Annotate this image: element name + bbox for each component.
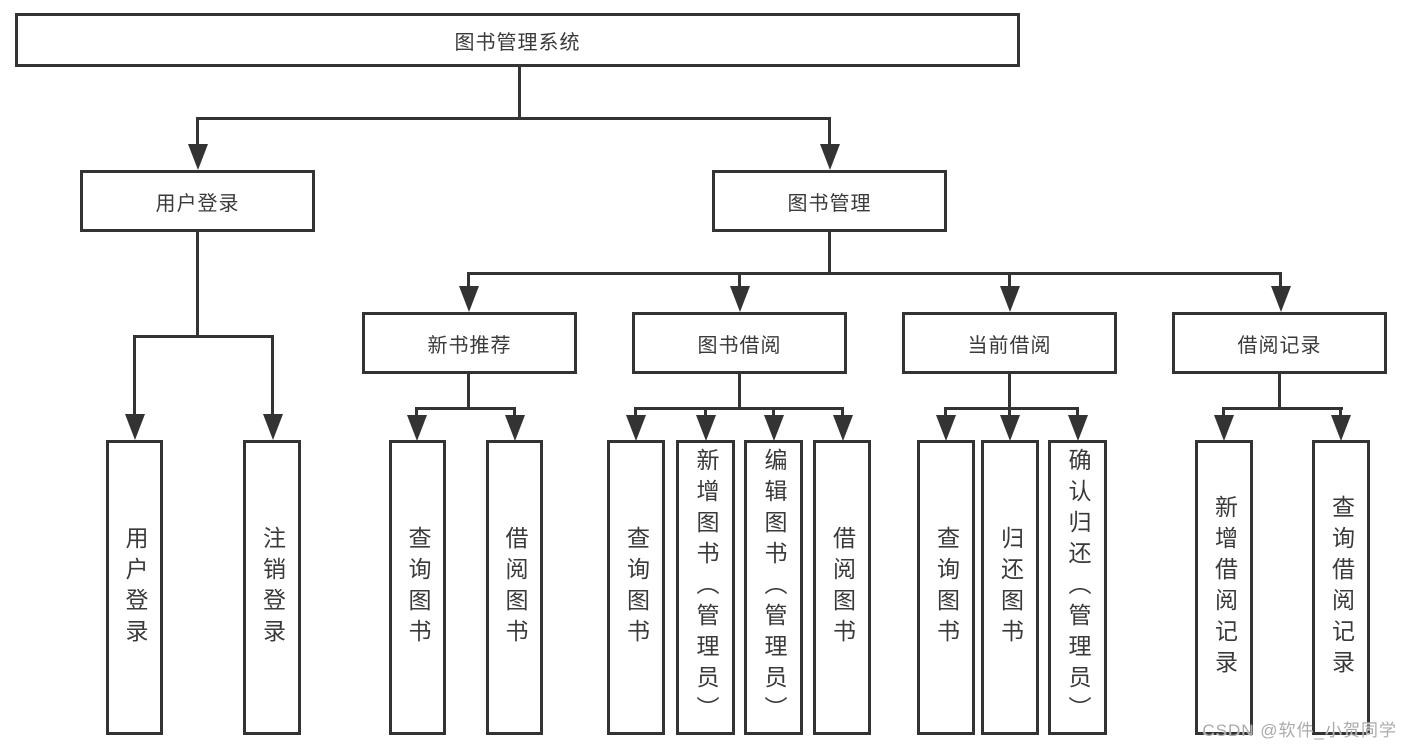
leaf-confirm-return-admin-label: 确认归还（管理员）: [1065, 448, 1091, 727]
node-borrowing-records: 借阅记录: [1172, 312, 1387, 374]
connector-new-book-rail: [415, 407, 516, 410]
leaf-logout-label: 注销登录: [259, 525, 286, 650]
arrow-down-icon: [1008, 407, 1011, 415]
node-root-book-management-system: 图书管理系统: [15, 13, 1020, 67]
connector-borrowing-records-rail: [1222, 407, 1343, 410]
connector-root-stem: [518, 67, 521, 120]
leaf-confirm-return-admin: 确认归还（管理员）: [1048, 440, 1107, 735]
arrow-down-icon: [1339, 407, 1342, 415]
arrow-down-icon: [704, 407, 707, 415]
leaf-edit-books-admin-label: 编辑图书（管理员）: [761, 448, 787, 727]
arrow-down-icon: [467, 272, 470, 286]
node-user-login: 用户登录: [80, 170, 315, 232]
connector-book-borrowing-stem: [738, 374, 741, 410]
leaf-return-books: 归还图书: [981, 440, 1039, 735]
connector-book-management-rail: [467, 272, 1282, 275]
node-current-borrowing: 当前借阅: [902, 312, 1117, 374]
leaf-query-books-recommend: 查询图书: [389, 440, 446, 735]
leaf-query-books-current-label: 查询图书: [933, 525, 960, 650]
node-new-book-recommendation-label: 新书推荐: [427, 334, 512, 357]
leaf-edit-books-admin: 编辑图书（管理员）: [744, 440, 803, 735]
leaf-add-borrow-record-label: 新增借阅记录: [1211, 494, 1238, 681]
arrow-down-icon: [1279, 272, 1282, 286]
leaf-borrow-books-recommend-label: 借阅图书: [502, 525, 528, 650]
connector-current-borrowing-rail: [944, 407, 1079, 410]
leaf-query-borrow-record-label: 查询借阅记录: [1328, 494, 1355, 681]
node-book-management: 图书管理: [712, 170, 947, 232]
leaf-borrow-books-recommend: 借阅图书: [486, 440, 543, 735]
arrow-down-icon: [828, 117, 831, 144]
leaf-borrow-books-borrowing: 借阅图书: [813, 440, 871, 735]
leaf-logout: 注销登录: [243, 440, 301, 735]
arrow-down-icon: [513, 407, 516, 415]
leaf-user-login: 用户登录: [106, 440, 163, 735]
connector-user-login-rail: [133, 335, 274, 338]
arrow-down-icon: [415, 407, 418, 415]
node-current-borrowing-label: 当前借阅: [967, 334, 1052, 357]
csdn-watermark: CSDN @软件_小贺同学: [1202, 721, 1397, 740]
node-book-borrowing: 图书借阅: [632, 312, 847, 374]
leaf-add-borrow-record: 新增借阅记录: [1195, 440, 1253, 735]
leaf-borrow-books-borrowing-label: 借阅图书: [829, 525, 856, 650]
arrow-down-icon: [738, 272, 741, 286]
leaf-add-books-admin-label: 新增图书（管理员）: [693, 448, 719, 727]
leaf-query-books-borrowing: 查询图书: [607, 440, 665, 735]
leaf-query-borrow-record: 查询借阅记录: [1312, 440, 1370, 735]
leaf-return-books-label: 归还图书: [997, 525, 1024, 650]
connector-new-book-stem: [467, 374, 470, 410]
connector-book-borrowing-rail: [634, 407, 844, 410]
connector-root-rail: [196, 117, 831, 120]
node-root-label: 图书管理系统: [454, 31, 581, 54]
node-book-borrowing-label: 图书借阅: [697, 334, 782, 357]
arrow-down-icon: [1008, 272, 1011, 286]
arrow-down-icon: [133, 335, 136, 414]
leaf-query-books-recommend-label: 查询图书: [405, 525, 431, 650]
node-new-book-recommendation: 新书推荐: [362, 312, 577, 374]
arrow-down-icon: [1076, 407, 1079, 415]
connector-borrowing-records-stem: [1278, 374, 1281, 410]
arrow-down-icon: [634, 407, 637, 415]
arrow-down-icon: [772, 407, 775, 415]
arrow-down-icon: [196, 117, 199, 144]
node-user-login-label: 用户登录: [155, 192, 240, 215]
arrow-down-icon: [271, 335, 274, 414]
connector-book-management-stem: [828, 232, 831, 275]
leaf-user-login-label: 用户登录: [122, 525, 148, 650]
leaf-add-books-admin: 新增图书（管理员）: [676, 440, 735, 735]
node-book-management-label: 图书管理: [787, 192, 872, 215]
arrow-down-icon: [1222, 407, 1225, 415]
connector-user-login-stem: [196, 232, 199, 338]
arrow-down-icon: [944, 407, 947, 415]
arrow-down-icon: [841, 407, 844, 415]
leaf-query-books-borrowing-label: 查询图书: [623, 525, 650, 650]
leaf-query-books-current: 查询图书: [917, 440, 975, 735]
node-borrowing-records-label: 借阅记录: [1237, 334, 1322, 357]
connector-current-borrowing-stem: [1008, 374, 1011, 410]
